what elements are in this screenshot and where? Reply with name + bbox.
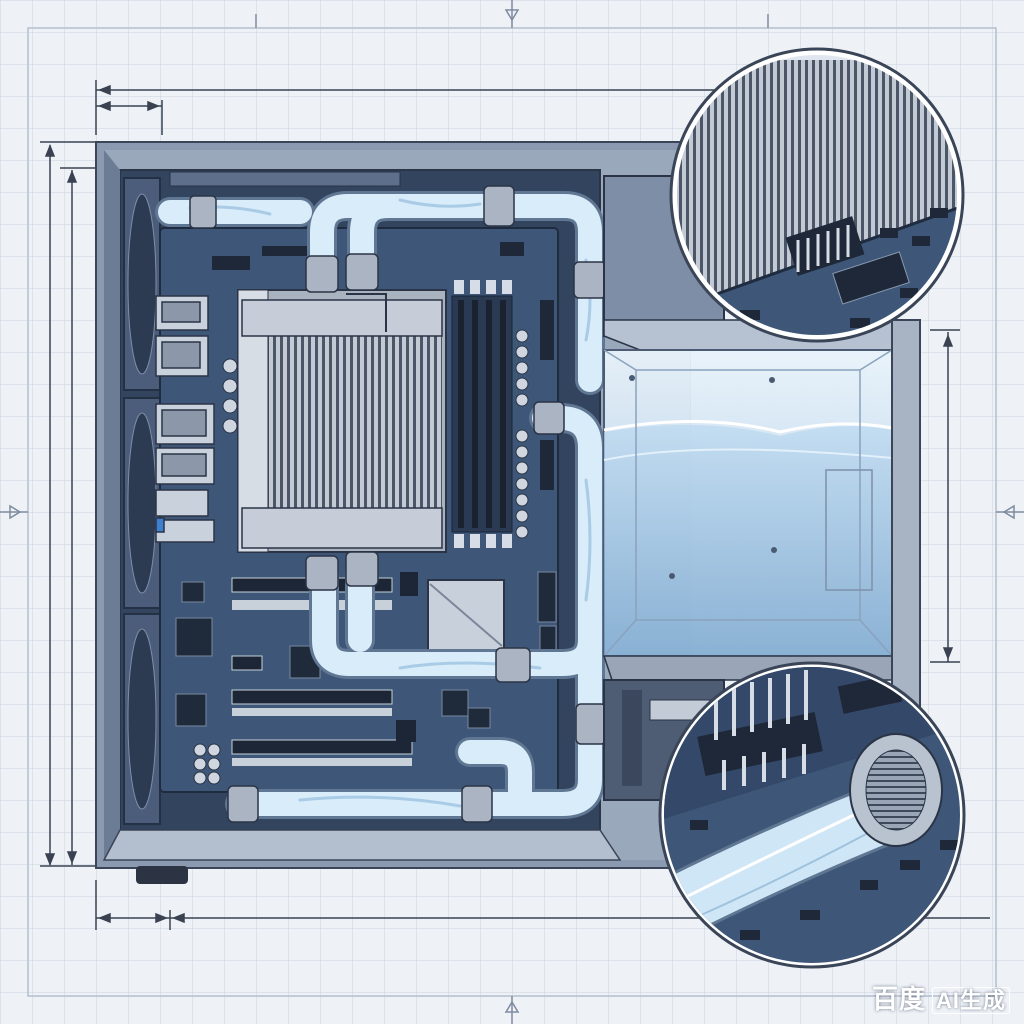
dimension-arrow-icon xyxy=(40,80,990,930)
io-ports xyxy=(155,295,215,543)
case-foot xyxy=(136,866,188,884)
pin-headers xyxy=(212,242,554,548)
capacitors xyxy=(193,329,529,785)
coolant-reservoir xyxy=(602,175,902,801)
ram-slots xyxy=(451,295,513,533)
tube-fittings xyxy=(189,185,607,823)
chipset-heatsink xyxy=(427,579,505,651)
magnifier-fitting-detail xyxy=(658,661,966,969)
watermark-badge: AI生成 xyxy=(931,987,1010,1014)
magnifier-heatsink-detail xyxy=(669,47,965,343)
cpu-heatsink xyxy=(237,289,447,553)
watermark-brand: 百度 xyxy=(871,984,926,1014)
side-fans xyxy=(123,177,161,825)
coolant-tubes xyxy=(155,191,605,819)
